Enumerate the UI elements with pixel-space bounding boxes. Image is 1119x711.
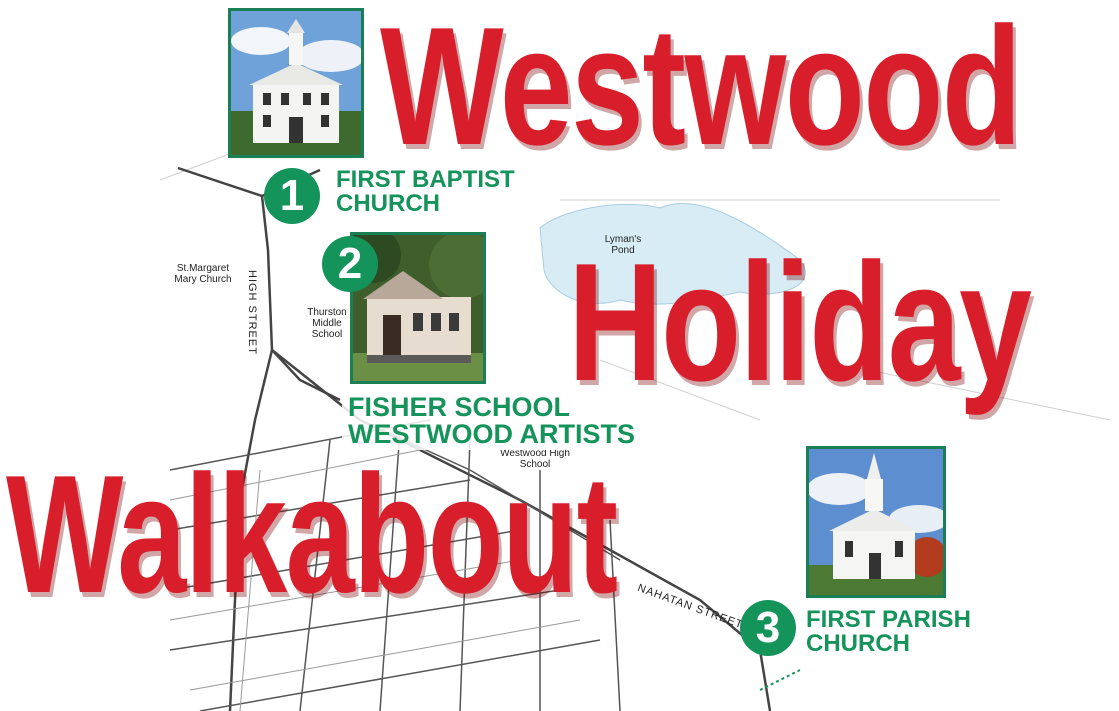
title-holiday: Holiday — [568, 228, 1032, 416]
map-label-high-street: HIGH STREET — [246, 270, 258, 355]
stop-1-label: FIRST BAPTIST CHURCH — [330, 166, 521, 218]
title-westwood: Westwood — [380, 0, 1022, 180]
stop-3-label: FIRST PARISH CHURCH — [800, 606, 977, 658]
stop-1-line1: FIRST BAPTIST — [336, 166, 515, 193]
map-label-thurston: Thurston Middle School — [307, 307, 347, 340]
map-label-westwood-high: Westwood High School — [500, 448, 570, 470]
stop-3-line1: FIRST PARISH — [806, 606, 971, 633]
lymans-pond — [539, 203, 806, 305]
map-label-st-margaret-mary: St.Margaret Mary Church — [174, 263, 232, 285]
stop-2-line2: WESTWOOD ARTISTS — [348, 419, 635, 449]
stop-3-marker: 3 — [740, 600, 796, 656]
photo-first-parish-church — [806, 446, 946, 598]
stop-2-label: FISHER SCHOOL WESTWOOD ARTISTS — [342, 392, 641, 450]
stop-1-marker: 1 — [264, 168, 320, 224]
title-walkabout: Walkabout — [6, 440, 618, 628]
photo-first-baptist-church — [228, 8, 364, 158]
stop-2-line1: FISHER SCHOOL — [348, 392, 571, 422]
stop-1-line2: CHURCH — [336, 190, 440, 217]
stop-2-marker: 2 — [322, 236, 378, 292]
map-label-lymans-pond: Lyman's Pond — [604, 234, 642, 256]
grid-streets — [169, 419, 621, 711]
stop-3-line2: CHURCH — [806, 630, 910, 657]
